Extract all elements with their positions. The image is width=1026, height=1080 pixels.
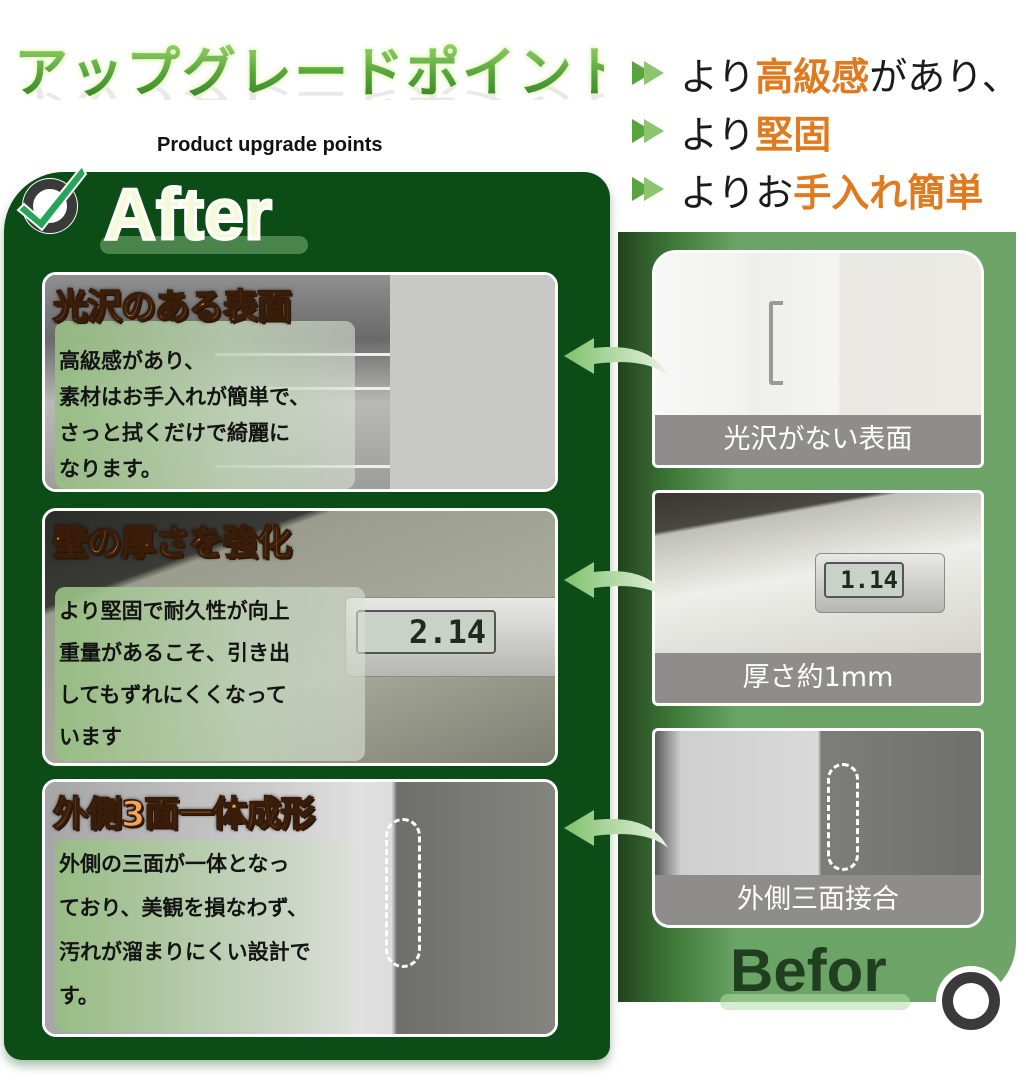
caption-line: 高級感があり、 bbox=[59, 349, 206, 373]
double-arrow-icon bbox=[632, 119, 674, 143]
before-card-surface: 光沢がない表面 bbox=[652, 250, 984, 468]
box-corner-photo bbox=[655, 731, 981, 875]
caption-line: います bbox=[59, 725, 122, 749]
card-title: 外側3面一体成形 bbox=[52, 794, 316, 836]
caption-backdrop bbox=[55, 840, 355, 1032]
curved-arrow-left-icon bbox=[564, 338, 668, 376]
caption-line: なります。 bbox=[59, 457, 162, 481]
after-label: After bbox=[102, 174, 273, 257]
caption-line: さっと拭くだけで綺麗に bbox=[59, 421, 290, 445]
curved-arrow-left-icon bbox=[564, 562, 668, 600]
double-arrow-icon bbox=[632, 177, 674, 201]
bullet-highlight: 堅固 bbox=[755, 112, 832, 157]
cabinet-photo bbox=[655, 253, 981, 415]
caliper-reading: 2.14 bbox=[356, 610, 496, 654]
after-card-wall-thickness: 2.14 より堅固で耐久性が向上 重量があるこそ、引き出 してもずれにくくなって… bbox=[42, 508, 558, 766]
handle-icon bbox=[769, 301, 783, 385]
caliper-photo: 1.14 bbox=[655, 493, 981, 653]
before-card-label: 外側三面接合 bbox=[655, 875, 981, 925]
bullet-item: よりお 手入れ簡単 bbox=[632, 160, 1020, 218]
caliper-icon: 2.14 bbox=[345, 597, 555, 677]
caliper-icon: 1.14 bbox=[815, 553, 945, 613]
bullet-item: より 高級感 があり、 bbox=[632, 44, 1020, 102]
caption-line: 重量があるこそ、引き出 bbox=[59, 641, 290, 665]
dashed-highlight-icon bbox=[827, 763, 859, 871]
bullet-highlight: 手入れ簡単 bbox=[793, 170, 984, 215]
curved-arrow-left-icon bbox=[564, 810, 668, 848]
before-card-joint: 外側三面接合 bbox=[652, 728, 984, 928]
page-subtitle: Product upgrade points bbox=[157, 134, 383, 156]
dashed-highlight-icon bbox=[385, 818, 421, 968]
after-label-underline bbox=[100, 236, 308, 254]
caption-backdrop bbox=[55, 321, 355, 489]
before-label: Befor bbox=[730, 937, 887, 1004]
caption-line: す。 bbox=[59, 984, 99, 1008]
ring-icon bbox=[936, 966, 1006, 1036]
after-card-glossy-surface: 高級感があり、 素材はお手入れが簡単で、 さっと拭くだけで綺麗に なります。 光… bbox=[42, 272, 558, 492]
after-card-one-piece: 外側の三面が一体となっ ており、美観を損なわず、 汚れが溜まりにくい設計で す。… bbox=[42, 779, 558, 1037]
double-arrow-icon bbox=[632, 61, 674, 85]
caption-line: 素材はお手入れが簡単で、 bbox=[59, 385, 311, 409]
caption-line: 汚れが溜まりにくい設計で bbox=[59, 940, 311, 964]
bullet-prefix: より bbox=[680, 54, 756, 99]
bullet-prefix: より bbox=[680, 112, 756, 157]
card-title: 光沢のある表面 bbox=[52, 287, 293, 329]
card-title: 壁の厚さを強化 bbox=[52, 523, 293, 565]
page-title: アップグレードポイント bbox=[14, 38, 628, 108]
caption-backdrop bbox=[55, 587, 365, 761]
before-card-label: 厚さ約1mm bbox=[655, 653, 981, 703]
bullet-highlight: 高級感 bbox=[755, 54, 870, 99]
before-label-underline bbox=[720, 994, 910, 1010]
bullet-item: より 堅固 bbox=[632, 102, 1020, 160]
caption-line: ており、美観を損なわず、 bbox=[59, 896, 309, 920]
before-card-thickness: 1.14 厚さ約1mm bbox=[652, 490, 984, 706]
bullet-prefix: よりお bbox=[680, 170, 794, 215]
checkmark-circle-icon bbox=[16, 164, 88, 234]
bullet-suffix: があり、 bbox=[869, 54, 1020, 99]
caption-line: より堅固で耐久性が向上 bbox=[59, 599, 290, 623]
before-card-label: 光沢がない表面 bbox=[655, 415, 981, 465]
caption-line: 外側の三面が一体となっ bbox=[59, 852, 290, 876]
feature-bullets: より 高級感 があり、 より 堅固 よりお 手入れ簡単 bbox=[632, 44, 1020, 218]
caliper-reading: 1.14 bbox=[824, 562, 904, 598]
caption-line: してもずれにくくなって bbox=[59, 683, 287, 707]
